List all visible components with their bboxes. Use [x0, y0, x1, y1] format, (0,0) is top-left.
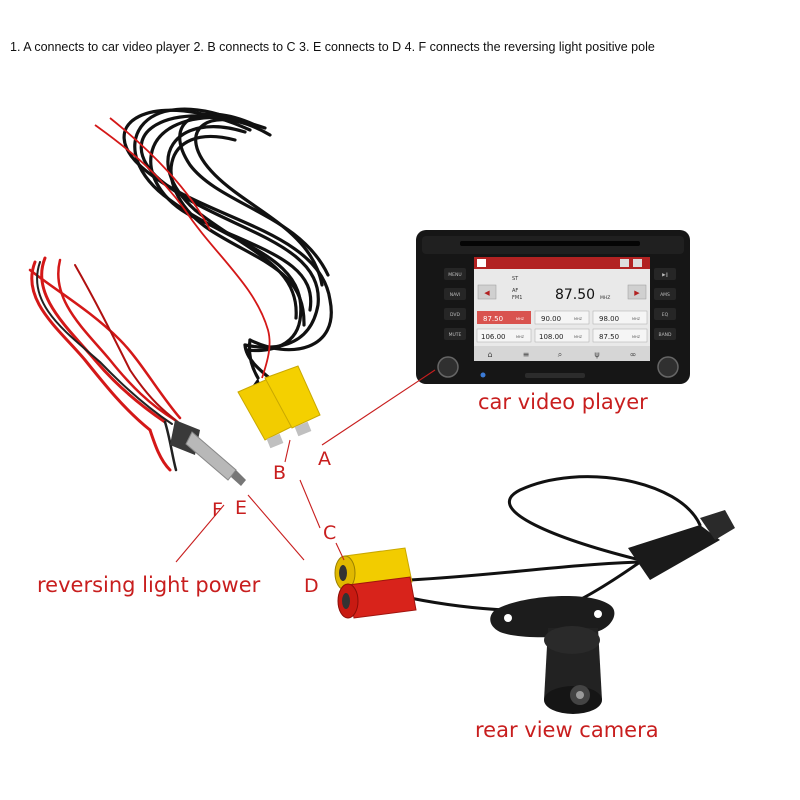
label-f: F: [212, 499, 223, 521]
rca-plugs-yellow: [237, 365, 321, 449]
power-wire-bundle: [28, 256, 182, 472]
video-cable-coil: [122, 107, 333, 387]
toolbar-radio-icon[interactable]: ⌂: [487, 350, 492, 359]
leader-a: [321, 369, 436, 446]
dc-power-plug: [170, 420, 246, 486]
band-label: ST: [512, 276, 519, 282]
leader-lines: [175, 369, 436, 563]
label-c: C: [323, 522, 337, 544]
rca-sockets-camera: [334, 547, 417, 619]
leader-b-to-c: [299, 479, 321, 529]
frequency-unit: MHZ: [600, 295, 610, 301]
rear-view-camera-body: [490, 595, 615, 714]
leader-e-to-d: [247, 494, 305, 561]
side-btn-ams: AMS: [660, 292, 670, 298]
side-buttons-right: ▶‖ AMS EQ BAND: [654, 268, 676, 340]
side-btn-mute: MUTE: [449, 332, 462, 338]
settings-icon: [633, 259, 642, 267]
toolbar-list-icon[interactable]: ≡: [523, 350, 530, 359]
preset-6-unit: MHZ: [632, 335, 641, 339]
preset-2[interactable]: 90.00: [541, 315, 561, 323]
preset-6[interactable]: 87.50: [599, 333, 619, 341]
fm-label: FM1: [512, 295, 522, 301]
caption-reversing-light-power: reversing light power: [37, 573, 261, 597]
car-video-player-device: MENU NAVI DVD MUTE ▶‖ AMS EQ BAND: [416, 230, 690, 384]
caption-rear-view-camera: rear view camera: [475, 718, 659, 742]
preset-5-unit: MHZ: [574, 335, 583, 339]
label-a: A: [318, 448, 331, 470]
home-icon: [477, 259, 486, 267]
wiring-instructions: 1. A connects to car video player 2. B c…: [10, 40, 655, 54]
side-btn-navi: NAVI: [450, 292, 461, 298]
seek-forward-icon: ▶: [634, 289, 640, 297]
video-cable-red-wire: [94, 117, 271, 379]
preset-5[interactable]: 108.00: [539, 333, 564, 341]
preset-1[interactable]: 87.50: [483, 315, 503, 323]
toolbar-search-icon[interactable]: ⌕: [558, 350, 562, 359]
label-e: E: [235, 497, 248, 519]
preset-2-unit: MHZ: [574, 317, 583, 321]
caption-car-video-player: car video player: [478, 390, 648, 414]
side-btn-play-icon: ▶‖: [662, 272, 668, 278]
af-label: AF: [512, 288, 518, 294]
preset-4[interactable]: 106.00: [481, 333, 506, 341]
toolbar-loop-icon[interactable]: ∞: [630, 350, 637, 359]
label-d: D: [304, 575, 319, 597]
inline-connector: [628, 510, 735, 580]
side-btn-eq: EQ: [662, 312, 669, 318]
side-btn-menu: MENU: [448, 272, 461, 278]
frequency-display: 87.50: [555, 287, 595, 303]
side-btn-band: BAND: [659, 332, 673, 338]
preset-3[interactable]: 98.00: [599, 315, 619, 323]
close-icon: [620, 259, 629, 267]
preset-4-unit: MHZ: [516, 335, 525, 339]
preset-3-unit: MHZ: [632, 317, 641, 321]
preset-1-unit: MHZ: [516, 317, 525, 321]
player-screen: ST ◀ ▶ AF FM1 87.50 MHZ 87.50 90.00: [474, 257, 650, 361]
leader-b: [284, 439, 291, 463]
toolbar-signal-icon[interactable]: ψ: [594, 350, 599, 359]
side-buttons-left: MENU NAVI DVD MUTE: [444, 268, 466, 340]
leader-c: [335, 542, 345, 561]
label-b: B: [273, 462, 287, 484]
side-btn-dvd: DVD: [450, 312, 460, 318]
seek-back-icon: ◀: [484, 289, 490, 297]
leader-f: [175, 504, 225, 563]
